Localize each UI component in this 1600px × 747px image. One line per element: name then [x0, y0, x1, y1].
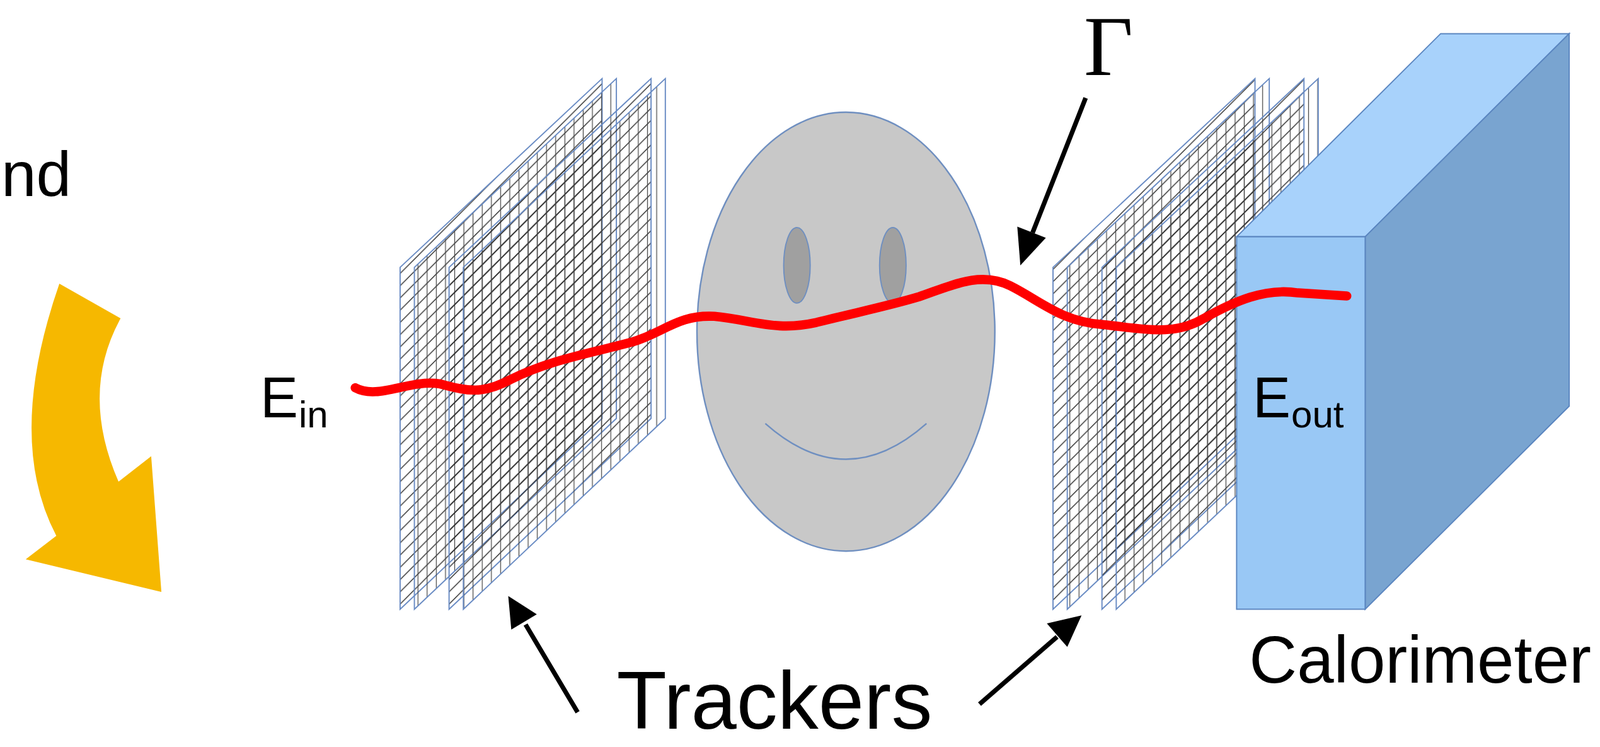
eye [783, 227, 811, 304]
leader-arrows [508, 97, 1086, 713]
leader-line [1032, 97, 1086, 233]
particle-track [355, 279, 1348, 392]
rotation-arrow [25, 283, 162, 592]
calorimeter-side [1364, 33, 1570, 609]
partial-word: nd [1, 142, 72, 206]
part-label: Calorimeter [1248, 626, 1592, 693]
calorimeter-block [1236, 33, 1570, 609]
face [696, 112, 996, 551]
arrowhead [1046, 615, 1082, 647]
target-face [696, 112, 996, 551]
arrowhead [1017, 226, 1046, 266]
arrowhead [508, 595, 537, 629]
gamma-symbol: Γ [1083, 3, 1134, 89]
energy-subscript: in [298, 395, 329, 434]
leader-line [525, 624, 578, 713]
leader-line [979, 636, 1057, 704]
mouth [765, 423, 927, 460]
energy-symbol: E [1252, 369, 1291, 426]
eye [879, 227, 907, 304]
part-label: Trackers [616, 659, 933, 742]
energy-subscript: out [1291, 395, 1344, 434]
energy-symbol: E [260, 369, 299, 426]
